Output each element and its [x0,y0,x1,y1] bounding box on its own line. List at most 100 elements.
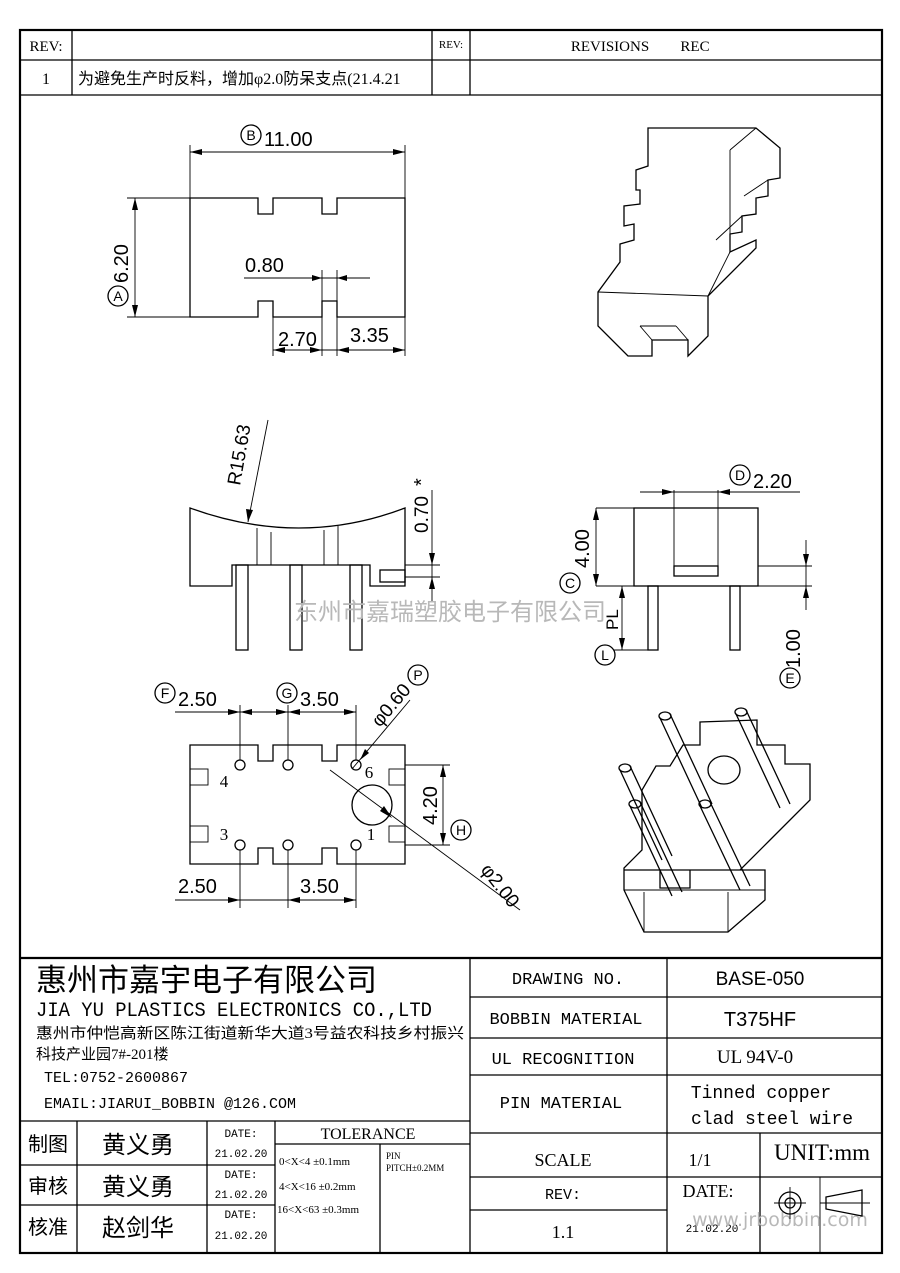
bobbin-material-value: T375HF [724,1009,796,1031]
top-view: B 11.00 A 6.20 0.80 2.70 3.35 [107,124,406,356]
rec-label: REC [680,39,709,55]
marker-c [559,572,581,594]
company-email: EMAIL:JIARUI_BOBBIN @126.COM [44,1096,296,1113]
dim-asterisk: * [411,478,433,486]
dim-left-value: 2.70 [278,329,317,351]
dim-g-value: 3.50 [300,689,339,711]
dim-bottom-mid-value: 3.50 [300,876,339,898]
svg-text:C: C [565,575,575,591]
role-checked: 审核 [28,1175,68,1198]
dim-b-value: 11.00 [264,129,313,151]
marker-f [154,682,176,704]
title-block: 惠州市嘉宇电子有限公司 JIA YU PLASTICS ELECTRONICS … [20,956,882,1253]
svg-text:H: H [456,822,466,838]
dim-pl-value: PL [603,609,622,630]
tolerance-row-2: 4<X<16 ±0.2mm [279,1181,356,1193]
date-drawn: 21.02.20 [215,1149,268,1161]
website-watermark: www.jrbobbin.com [692,1209,868,1231]
marker-g [276,682,298,704]
date-checked: 21.02.20 [215,1190,268,1202]
end-view: D 2.20 C 4.00 L PL E 1.00 [559,464,812,689]
svg-text:D: D [735,467,745,483]
company-address-1: 惠州市仲恺高新区陈江街道新华大道3号益农科技乡村振兴 [36,1024,464,1042]
pin-label-6: 6 [365,763,374,782]
dim-depth-value: 0.70 [412,496,433,533]
dim-a-value: 6.20 [111,244,133,283]
pin-material-label: PIN MATERIAL [500,1095,622,1114]
marker-d [729,464,751,486]
drawing-no-value: BASE-050 [716,969,805,990]
unit-label: UNIT:mm [774,1140,870,1165]
date-label-bottom: DATE: [683,1181,734,1201]
rev-value-bottom: 1.1 [552,1222,575,1242]
svg-text:A: A [113,288,123,304]
tolerance-row-3: 16<X<63 ±0.3mm [277,1204,359,1216]
projection-symbol-icon [774,1187,870,1219]
name-checked: 黄义勇 [102,1174,174,1201]
isometric-bottom-view [618,707,811,933]
svg-text:P: P [413,667,422,683]
svg-text:B: B [246,127,255,143]
sheet-border [18,28,884,1255]
dim-radius-value: R15.63 [224,423,255,487]
pin-material-value-1: Tinned copper [691,1084,831,1104]
date-approved: 21.02.20 [215,1231,268,1243]
company-name-en: JIA YU PLASTICS ELECTRONICS CO.,LTD [36,1000,432,1023]
name-approved: 赵剑华 [102,1215,174,1242]
marker-e [779,667,801,689]
rev-label-bottom: REV: [545,1187,581,1204]
marker-a [107,285,129,307]
rev-note: 为避免生产时反料，增加φ2.0防呆支点(21.4.21 [78,70,401,88]
rev-label: REV: [29,39,62,55]
date-label-checked: DATE: [224,1170,257,1182]
revision-header: REV: 1 为避免生产时反料，增加φ2.0防呆支点(21.4.21 REV: … [20,30,882,96]
dim-f-value: 2.50 [178,689,217,711]
tolerance-pin-pitch: PITCH±0.2MM [386,1163,444,1173]
rev-number: 1 [42,71,50,88]
drawing-no-label: DRAWING NO. [512,971,624,990]
svg-text:E: E [785,670,794,686]
date-label-approved: DATE: [224,1210,257,1222]
bottom-view: 4 6 3 1 F 2.50 G 3.50 P φ0.60 H 4.20 [154,664,523,912]
svg-text:G: G [282,685,293,701]
tolerance-row-1: 0<X<4 ±0.1mm [279,1156,350,1168]
pin-material-value-2: clad steel wire [691,1110,853,1130]
marker-l [594,644,616,666]
pin-label-3: 3 [220,825,229,844]
pin-label-4: 4 [220,772,229,791]
name-drawn: 黄义勇 [102,1132,174,1159]
dim-d-value: 2.20 [753,471,792,493]
role-drawn: 制图 [28,1133,68,1156]
dim-c-value: 4.00 [572,529,594,568]
ul-value: UL 94V-0 [717,1047,793,1068]
svg-text:F: F [161,685,170,701]
scale-label: SCALE [534,1150,591,1170]
marker-h [450,819,472,841]
tolerance-title: TOLERANCE [321,1126,416,1143]
marker-b [240,124,262,146]
date-label-drawn: DATE: [224,1129,257,1141]
dim-slot-value: 0.80 [245,255,284,277]
tolerance-pin-label: PIN [386,1151,401,1161]
dim-boss-value: φ2.00 [476,860,523,912]
rev-label-2: REV: [439,39,463,51]
company-address-2: 科技产业园7#-201楼 [36,1046,169,1063]
svg-text:L: L [601,647,609,663]
dim-p-value: φ0.60 [368,680,416,731]
company-name-cn: 惠州市嘉宇电子有限公司 [36,963,377,998]
watermark: 东州市嘉瑞塑胶电子有限公司 [294,598,606,626]
ul-label: UL RECOGNITION [492,1051,635,1070]
dim-right-value: 3.35 [350,325,389,347]
bobbin-material-label: BOBBIN MATERIAL [489,1011,642,1030]
marker-p [407,664,429,686]
dim-e-value: 1.00 [783,629,805,668]
scale-value: 1/1 [688,1150,711,1170]
dim-h-value: 4.20 [420,786,442,825]
pin-label-1: 1 [367,825,376,844]
revisions-title: REVISIONS [571,39,649,55]
role-approved: 核准 [28,1216,68,1239]
date-value-bottom: 21.02.20 [686,1224,739,1236]
dim-bottom-left-value: 2.50 [178,876,217,898]
company-tel: TEL:0752-2600867 [44,1070,188,1087]
